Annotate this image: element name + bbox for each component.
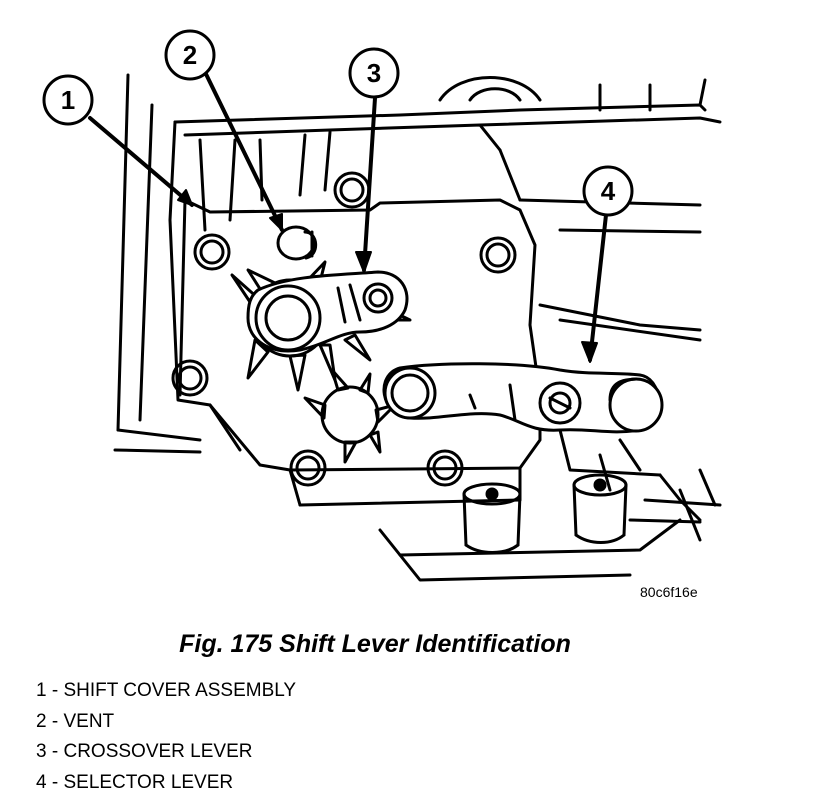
figure-code: 80c6f16e [640, 584, 698, 600]
legend-text: CROSSOVER LEVER [63, 741, 253, 762]
leader-3 [362, 96, 377, 272]
lower-detent-gear [303, 368, 397, 464]
callout-circle-3: 3 [348, 47, 400, 99]
vent [276, 225, 318, 261]
cover-bolts [171, 171, 517, 487]
leader-arrows [88, 70, 608, 363]
callout-number-2: 2 [183, 40, 197, 70]
arrowhead-3 [355, 251, 372, 273]
legend-item-1: 1 - SHIFT COVER ASSEMBLY [36, 676, 296, 707]
legend-separator: - [46, 680, 64, 701]
legend-separator: - [46, 771, 64, 793]
callout-circle-2: 2 [164, 29, 216, 81]
callout-number-3: 3 [367, 58, 381, 88]
shift-lever-illustration: 1 2 3 4 [42, 29, 722, 582]
legend-number: 4 [36, 771, 47, 793]
legend-separator: - [46, 710, 64, 732]
callout-circle-4: 4 [582, 165, 634, 217]
figure-caption: Fig. 175 Shift Lever Identification [179, 630, 571, 658]
legend-text: SHIFT COVER ASSEMBLY [63, 680, 297, 701]
lower-pan [378, 428, 722, 582]
legend-number: 1 [36, 680, 47, 701]
callout-number-4: 4 [601, 176, 616, 206]
selector-lever [382, 362, 664, 434]
callout-number-1: 1 [61, 85, 75, 115]
legend-separator: - [46, 741, 64, 762]
legend-number: 3 [36, 741, 47, 762]
crossover-lever [246, 270, 409, 353]
transmission-case [113, 73, 722, 454]
legend-text: SELECTOR LEVER [63, 771, 234, 793]
legend-text: VENT [63, 710, 115, 732]
arrowhead-2 [269, 213, 283, 231]
callout-legend: 1 - SHIFT COVER ASSEMBLY 2 - VENT 3 - CR… [36, 676, 296, 798]
leader-2 [203, 70, 284, 232]
leader-4 [588, 213, 608, 362]
legend-item-2: 2 - VENT [36, 707, 296, 738]
legend-number: 2 [36, 710, 47, 732]
arrowhead-4 [581, 341, 598, 363]
arrowhead-1 [177, 189, 193, 206]
callout-circle-1: 1 [42, 74, 94, 126]
legend-item-3: 3 - CROSSOVER LEVER [36, 737, 296, 768]
legend-item-4: 4 - SELECTOR LEVER [36, 768, 296, 799]
leader-1 [88, 116, 194, 207]
